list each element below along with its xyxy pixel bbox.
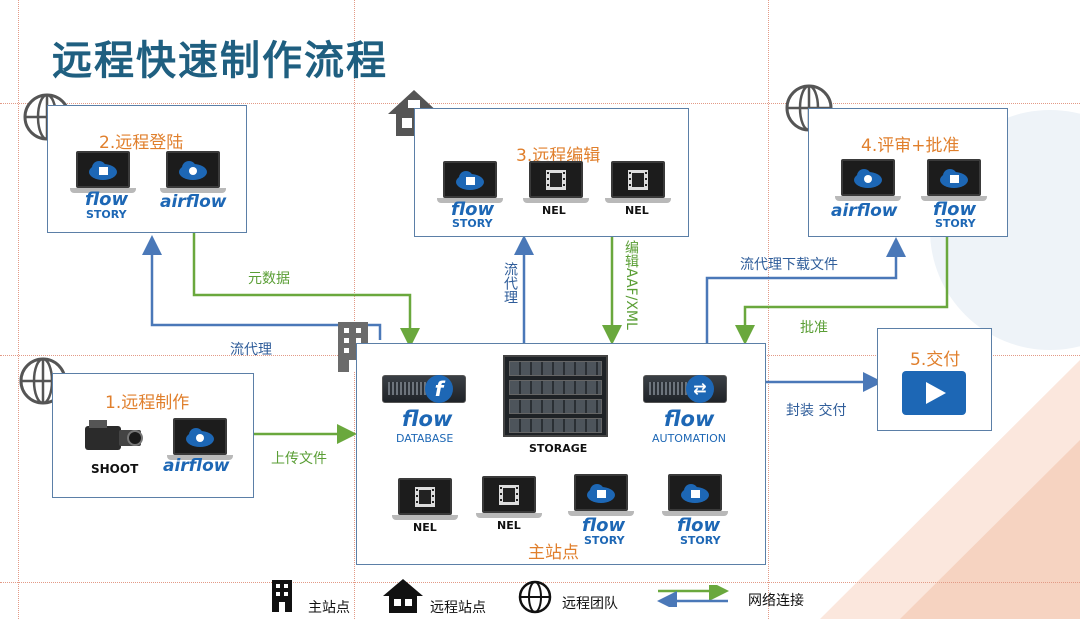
sync-icon: ⇄ (686, 375, 714, 403)
page-title: 远程快速制作流程 (52, 38, 388, 84)
storage-array (503, 355, 608, 437)
automation-server: ⇄ (643, 375, 727, 403)
box-remote-login: 2.远程登陆 flow STORY airflow (47, 105, 247, 233)
film-icon (628, 169, 648, 190)
nel-label: NEL (497, 519, 521, 532)
box-title: 2.远程登陆 (99, 133, 184, 153)
laptop-flow-story (662, 474, 728, 518)
nel-label: NEL (542, 204, 566, 217)
cloud-film-icon (587, 483, 615, 503)
airflow-logo: airflow (163, 456, 230, 476)
flow-sub: STORY (935, 217, 976, 230)
network-arrows-icon (657, 585, 729, 607)
legend-remote-site: 远程站点 (430, 600, 486, 616)
edge-label-upload: 上传文件 (271, 451, 327, 467)
box-remote-edit: 3.远程编辑 flow STORY NEL NEL (414, 108, 689, 237)
guide-line (18, 0, 19, 619)
flow-logo: flow (677, 515, 721, 536)
shoot-label: SHOOT (91, 462, 139, 476)
cloud-film-icon (456, 170, 484, 190)
database-label: DATABASE (396, 432, 454, 445)
edge-label-package-deliver: 封装 交付 (786, 403, 847, 419)
cloud-film-icon (681, 483, 709, 503)
laptop-nel (392, 478, 458, 522)
automation-label: AUTOMATION (652, 432, 726, 445)
flow-sub: STORY (680, 534, 721, 547)
laptop-airflow (160, 151, 226, 195)
guide-line (0, 103, 1080, 104)
cloud-film-icon (940, 168, 968, 188)
edge-label-metadata: 元数据 (248, 271, 290, 287)
box-title: 4.评审+批准 (861, 136, 960, 156)
laptop-flow-story (568, 474, 634, 518)
nel-label: NEL (625, 204, 649, 217)
laptop-airflow (835, 159, 901, 203)
flow-logo: flow (451, 199, 495, 220)
box-title: 主站点 (528, 543, 579, 563)
box-review: 4.评审+批准 airflow flow STORY (808, 108, 1008, 237)
storage-label: STORAGE (529, 442, 588, 455)
edge-label-approve: 批准 (800, 320, 828, 336)
legend-network: 网络连接 (748, 593, 804, 609)
film-icon (415, 486, 435, 507)
laptop-nel (605, 161, 671, 205)
flow-f-icon: f (425, 375, 453, 403)
box-remote-make: 1.远程制作 SHOOT airflow (52, 373, 254, 498)
film-icon (546, 169, 566, 190)
edge-label-proxy: 流代理 (230, 342, 272, 358)
laptop-nel (476, 476, 542, 520)
airflow-logo: airflow (160, 192, 227, 212)
laptop-flow-story (921, 159, 987, 203)
film-icon (499, 484, 519, 505)
globe-icon (518, 580, 552, 614)
camera-icon (85, 420, 143, 450)
building-icon (272, 580, 292, 612)
database-server: f (382, 375, 466, 403)
laptop-flow-story (437, 161, 503, 205)
flow-sub: STORY (584, 534, 625, 547)
guide-line (768, 0, 769, 619)
edge-label-proxy-download: 流代理下载文件 (740, 257, 838, 273)
flow-sub: STORY (86, 208, 127, 221)
house-icon (383, 579, 423, 613)
box-title: 5.交付 (910, 350, 961, 370)
laptop-airflow (167, 418, 233, 462)
cloud-film-icon (89, 160, 117, 180)
play-icon (902, 371, 966, 415)
edge-label-proxy-mid: 流代理 (502, 262, 518, 304)
cloud-fan-icon (186, 427, 214, 447)
flow-logo: flow (402, 407, 453, 431)
flow-logo: flow (85, 189, 129, 210)
laptop-flow-story (70, 151, 136, 195)
guide-line (354, 0, 355, 619)
box-deliver: 5.交付 (877, 328, 992, 431)
laptop-nel (523, 161, 589, 205)
cloud-fan-icon (854, 168, 882, 188)
legend-main-site: 主站点 (308, 600, 350, 616)
box-title: 1.远程制作 (105, 393, 190, 413)
flow-logo: flow (582, 515, 626, 536)
legend-remote-team: 远程团队 (562, 596, 618, 612)
cloud-fan-icon (179, 160, 207, 180)
nel-label: NEL (413, 521, 437, 534)
airflow-logo: airflow (831, 201, 898, 221)
flow-sub: STORY (452, 217, 493, 230)
flow-logo: flow (664, 407, 715, 431)
flow-logo: flow (933, 199, 977, 220)
edge-label-edit-aaf: 编辑AAF/XML (623, 240, 639, 330)
